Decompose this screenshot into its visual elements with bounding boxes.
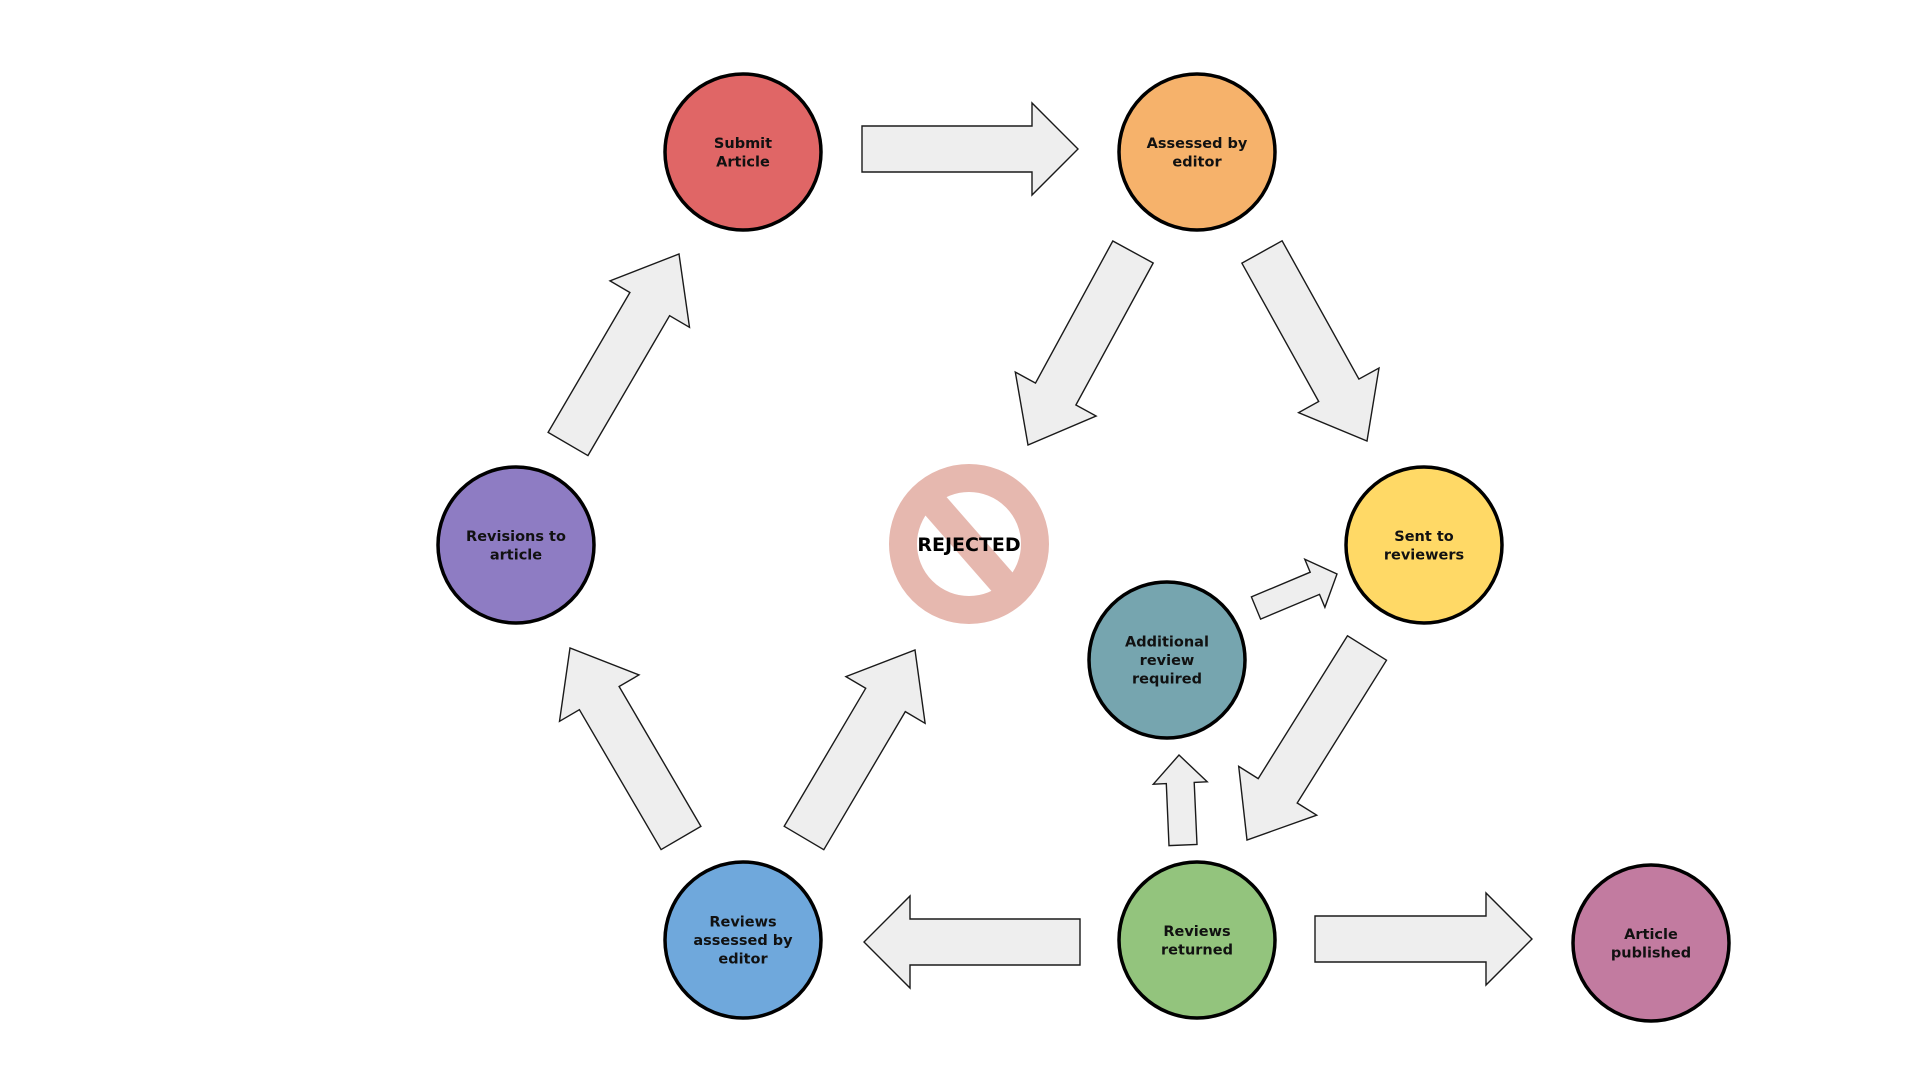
arrow-returned-to-published xyxy=(1314,891,1533,987)
node-label-additional: Additional xyxy=(1125,635,1209,651)
node-circle-published xyxy=(1571,863,1731,1023)
arrow-sent-to-returned xyxy=(1237,634,1388,841)
arrow-assessed-to-rejected xyxy=(1014,240,1155,446)
arrow-submit-to-assessed xyxy=(861,101,1079,197)
node-circle-revisions xyxy=(436,465,596,625)
rejected-symbol: REJECTED xyxy=(889,464,1049,624)
node-label-reviews-assessed: assessed by xyxy=(693,933,793,949)
node-label-revisions: Revisions to xyxy=(466,529,566,545)
node-label-published: Article xyxy=(1624,927,1678,943)
node-returned: Reviews returned xyxy=(1117,860,1277,1020)
node-label-assessed: Assessed by xyxy=(1147,136,1248,152)
node-circle-returned xyxy=(1117,860,1277,1020)
node-reviews-assessed: Reviews assessed by editor xyxy=(663,860,823,1020)
node-label-returned: returned xyxy=(1161,942,1233,958)
node-assessed: Assessed by editor xyxy=(1117,72,1277,232)
rejected-ring xyxy=(889,464,1049,624)
rejected-label: REJECTED xyxy=(917,534,1020,556)
node-label-published: published xyxy=(1611,945,1691,961)
node-label-assessed: editor xyxy=(1172,154,1222,170)
arrow-additional-to-sent xyxy=(1250,557,1338,621)
arrow-assessed-to-sent xyxy=(1240,239,1380,442)
node-label-additional: required xyxy=(1132,672,1202,688)
arrow-returned-to-reviews-assessed xyxy=(863,894,1081,990)
node-label-returned: Reviews xyxy=(1163,924,1230,940)
node-label-submit: Submit xyxy=(714,136,772,152)
arrow-returned-to-additional xyxy=(1151,753,1209,847)
arrow-revisions-to-submit xyxy=(547,253,691,457)
node-circle-sent xyxy=(1344,465,1504,625)
node-label-submit: Article xyxy=(716,154,770,170)
node-label-additional: review xyxy=(1140,653,1195,669)
node-circle-additional xyxy=(1087,580,1247,740)
node-label-reviews-assessed: editor xyxy=(718,952,768,968)
arrow-reviews-assessed-to-revisions xyxy=(558,647,702,851)
node-label-sent: Sent to xyxy=(1394,529,1454,545)
node-published: Article published xyxy=(1571,863,1731,1023)
node-circle-reviews-assessed xyxy=(663,860,823,1020)
node-sent: Sent to reviewers xyxy=(1344,465,1504,625)
node-revisions: Revisions to article xyxy=(436,465,596,625)
arrow-reviews-assessed-to-rejected xyxy=(783,649,926,851)
node-circle-submit xyxy=(663,72,823,232)
node-label-reviews-assessed: Reviews xyxy=(709,915,776,931)
node-label-revisions: article xyxy=(490,547,542,563)
node-label-sent: reviewers xyxy=(1384,547,1464,563)
arrows-layer xyxy=(547,101,1533,990)
node-circle-assessed xyxy=(1117,72,1277,232)
node-additional: Additional review required xyxy=(1087,580,1247,740)
rejected-bar xyxy=(923,494,1015,594)
